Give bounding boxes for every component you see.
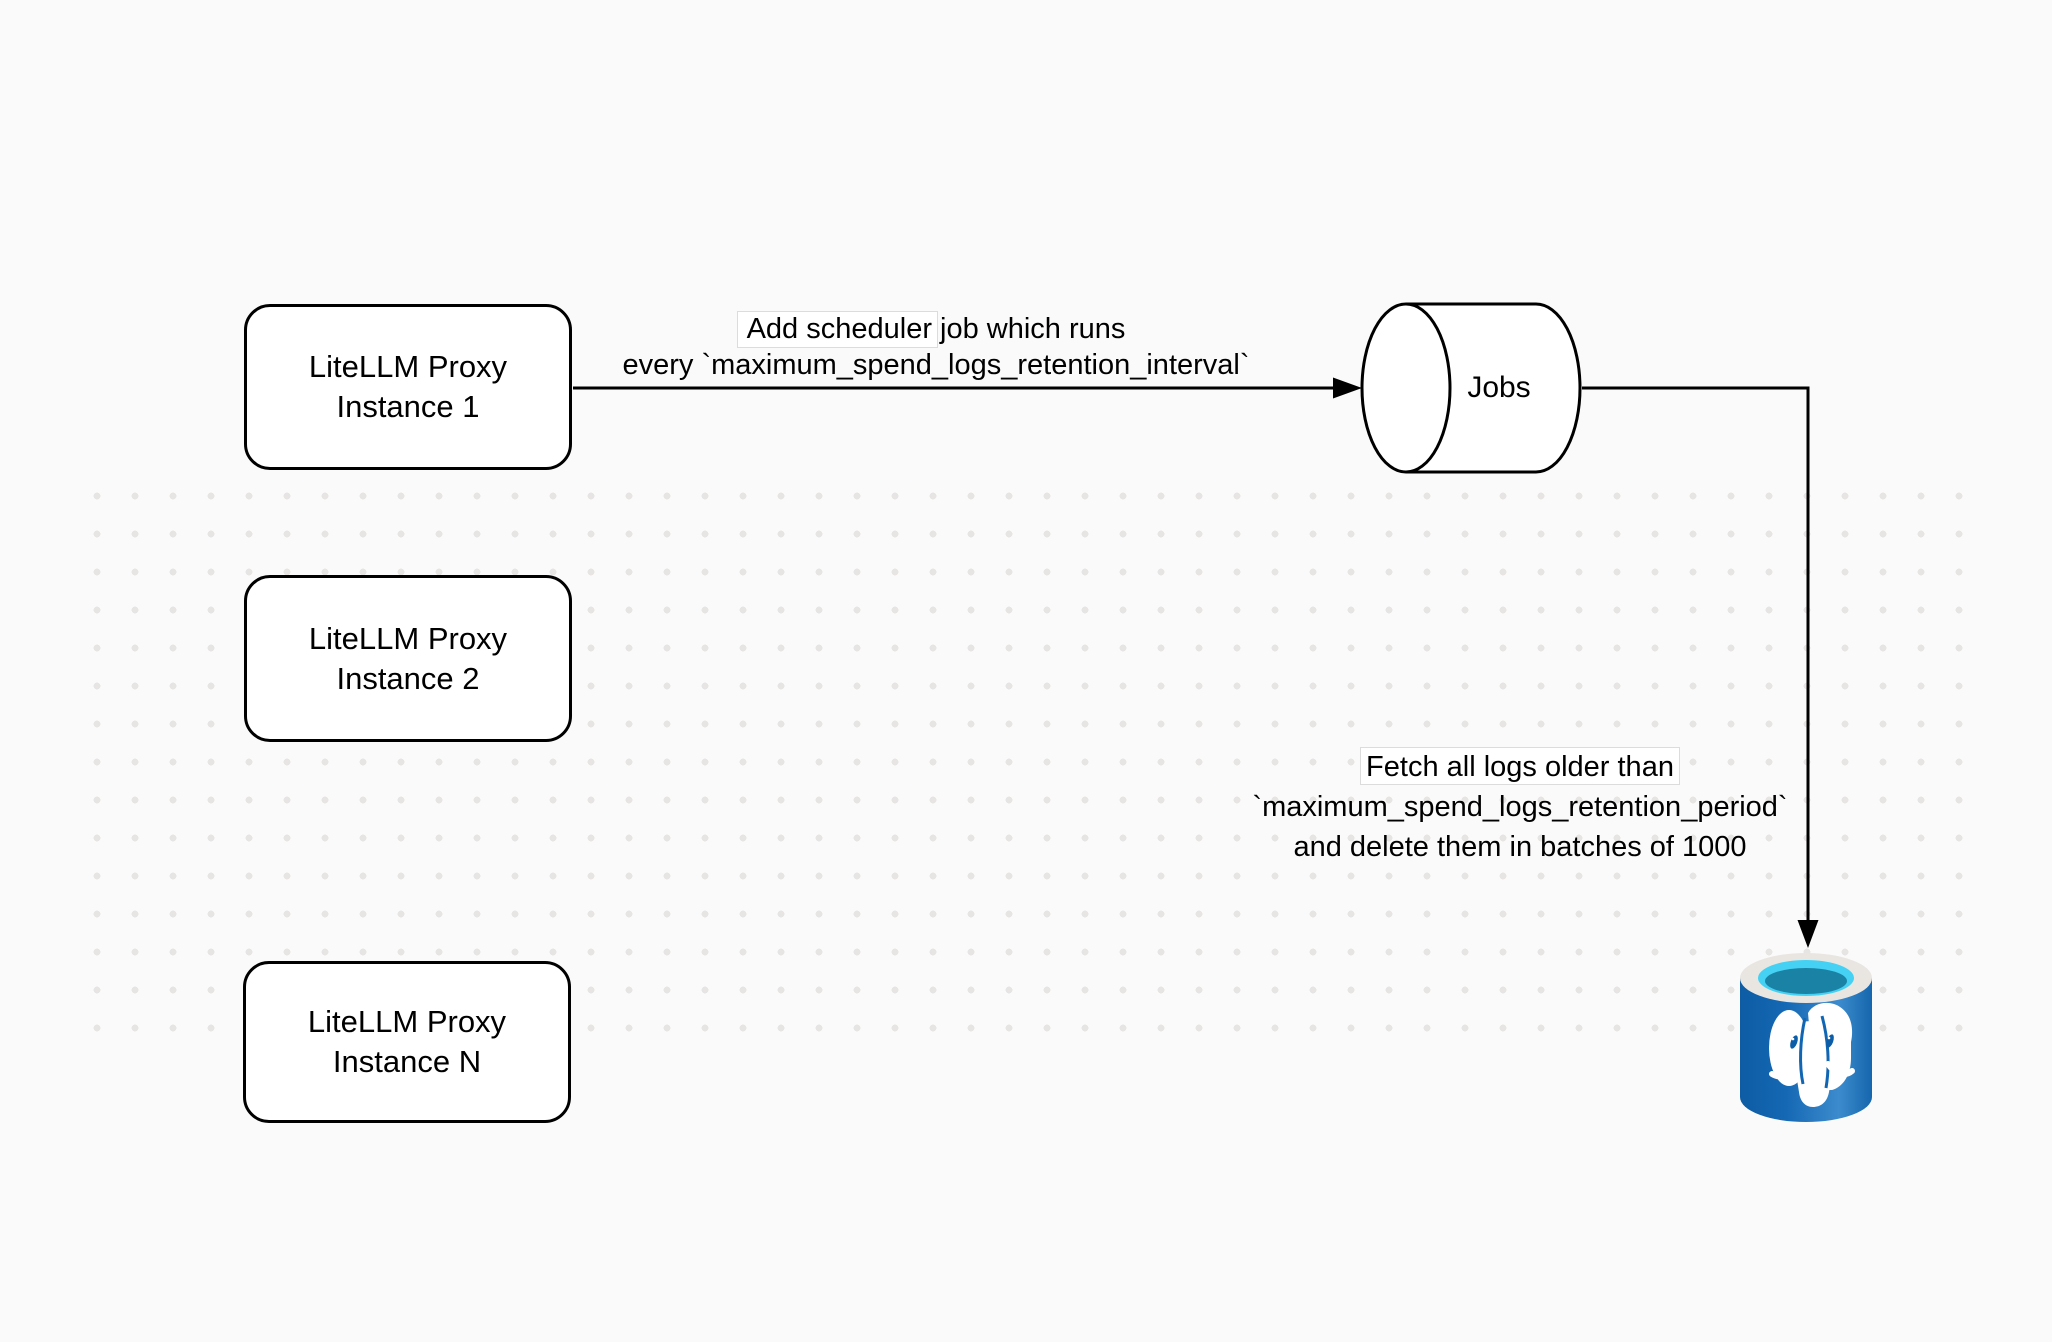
node-label-line: LiteLLM Proxy <box>307 1004 507 1039</box>
arrow-right-icon <box>1333 377 1362 399</box>
node-label-line: LiteLLM Proxy <box>308 620 508 656</box>
jobs-cylinder-shape <box>1360 302 1582 474</box>
edge-label-line: Fetch all logs older than <box>1366 751 1674 783</box>
node-litellm-proxy-instance-1: LiteLLM Proxy Instance 1 <box>244 304 572 470</box>
edge-fetch-delete-line <box>1582 386 1810 921</box>
node-litellm-proxy-instance-2: LiteLLM Proxy Instance 2 <box>244 575 572 742</box>
label-background-box <box>737 311 938 348</box>
node-litellm-proxy-instance-n: LiteLLM Proxy Instance N <box>243 961 571 1123</box>
edge-label-line: every `maximum_spend_logs_retention_inte… <box>622 349 1250 381</box>
edge-label-add-scheduler: Add scheduler job which runs every `maxi… <box>586 311 1286 383</box>
arrow-down-icon <box>1797 920 1819 948</box>
node-label-line: Instance 1 <box>336 389 480 424</box>
edge-label-fetch-delete: Fetch all logs older than `maximum_spend… <box>1220 747 1820 867</box>
edge-label-line: and delete them in batches of 1000 <box>1293 831 1747 863</box>
edge-label-line: `maximum_spend_logs_retention_period` <box>1252 791 1788 823</box>
node-label-line: Instance N <box>332 1044 482 1079</box>
label-background-box <box>1360 747 1680 785</box>
node-label-line: LiteLLM Proxy <box>308 349 508 384</box>
postgresql-database-icon <box>1740 953 1872 1122</box>
node-jobs-label: Jobs <box>1467 371 1531 404</box>
elephant-icon <box>1769 1002 1855 1107</box>
edge-label-line: Add scheduler job which runs <box>746 313 1126 345</box>
node-label-line: Instance 2 <box>336 660 480 696</box>
